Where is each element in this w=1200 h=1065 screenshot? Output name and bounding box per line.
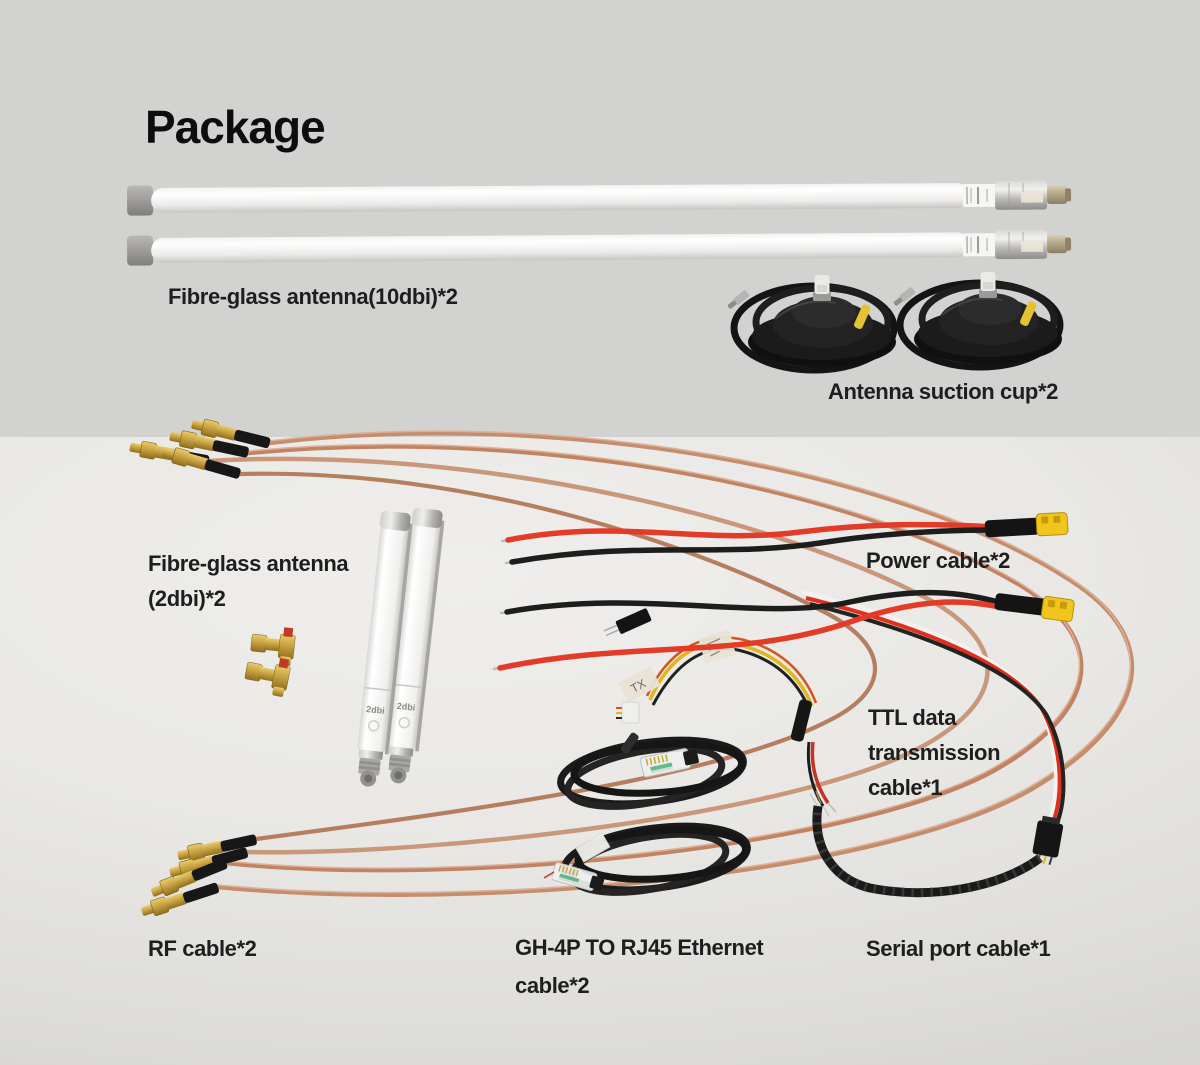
label-power-cable: Power cable*2 (866, 548, 1010, 573)
label-fibre-glass-antenna-10dbi: Fibre-glass antenna(10dbi)*2 (168, 284, 458, 309)
sma-right-angle-adapter-2 (242, 651, 293, 699)
label-line: GH-4P TO RJ45 Ethernet (515, 935, 764, 960)
ethernet-cable-2 (542, 817, 751, 902)
sma-right-angle-adapter-1 (248, 623, 297, 667)
fibre-glass-antenna-10dbi-1 (125, 178, 1073, 217)
label-line: transmission (868, 740, 1001, 765)
serial-dupont-connector (1032, 815, 1064, 865)
label-ethernet-cable: GH-4P TO RJ45 Ethernet cable*2 (515, 929, 764, 1005)
antenna-suction-cup-1 (726, 275, 896, 370)
label-line: cable*2 (515, 973, 590, 998)
dupont-clip (603, 608, 652, 637)
antenna-suction-cup-2 (892, 272, 1062, 367)
label-line: Fibre-glass antenna (148, 551, 349, 576)
label-rf-cable: RF cable*2 (148, 936, 257, 961)
label-line: TTL data (868, 705, 957, 730)
label-ttl-cable: TTL data transmission cable*1 (868, 700, 1001, 805)
rf-cables (206, 430, 1135, 897)
ttl-tape-flag-tx: TX (618, 665, 661, 703)
rf-cable-sma-connectors-bottom (139, 831, 259, 921)
tape-flag-text: TX (628, 676, 648, 696)
page-title: Package (145, 101, 326, 153)
fibre-glass-antenna-10dbi-2 (125, 228, 1073, 267)
ethernet-cable-1 (557, 731, 747, 816)
label-antenna-suction-cup: Antenna suction cup*2 (828, 379, 1058, 404)
label-line: cable*1 (868, 775, 943, 800)
label-line: (2dbi)*2 (148, 586, 226, 611)
power-cable-2 (492, 589, 1076, 671)
label-serial-port-cable: Serial port cable*1 (866, 936, 1051, 961)
power-cable-1 (500, 511, 1069, 565)
label-fibre-glass-antenna-2dbi: Fibre-glass antenna (2dbi)*2 (148, 546, 349, 616)
ttl-jst-connector (616, 701, 640, 724)
